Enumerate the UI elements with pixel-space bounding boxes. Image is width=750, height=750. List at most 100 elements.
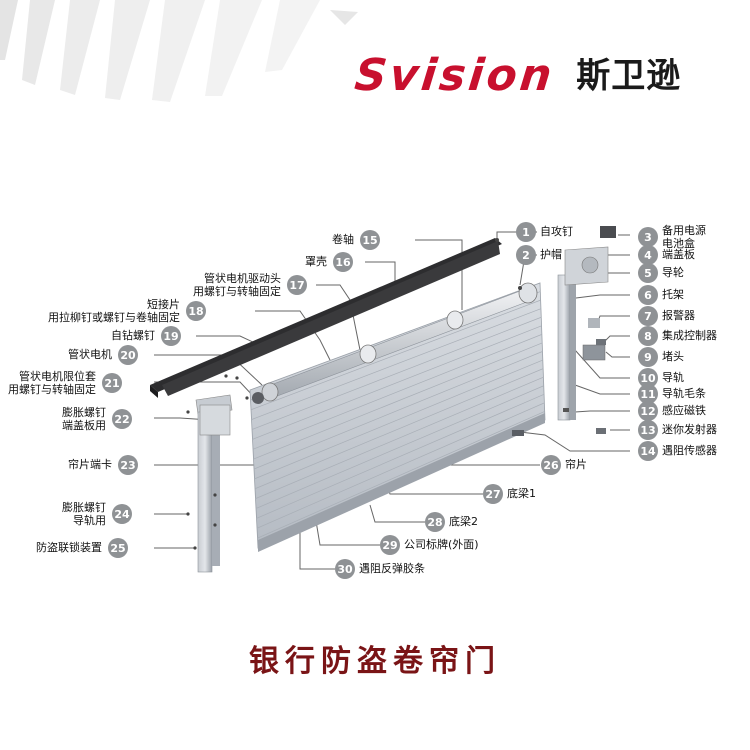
part-number-24: 24 (112, 504, 132, 524)
controller (582, 344, 606, 361)
slat-line (256, 393, 545, 519)
callout-20: 管状电机 20 (68, 345, 138, 365)
callout-24: 膨胀螺钉 导轨用 24 (62, 499, 132, 529)
callout-3: 3 备用电源 电池盒 (638, 222, 706, 252)
callout-5: 5 导轮 (638, 263, 684, 283)
part-label-25: 防盗联锁装置 (36, 541, 102, 554)
part-label-12: 感应磁铁 (662, 404, 706, 417)
part-number-12: 12 (638, 401, 658, 421)
mini-transmitter (596, 428, 606, 434)
part-number-15: 15 (360, 230, 380, 250)
part-label-3: 备用电源 电池盒 (662, 224, 706, 250)
part-label-16: 罩壳 (305, 255, 327, 268)
slat-line (253, 342, 543, 460)
cover-housing (150, 238, 502, 398)
slat-line (252, 334, 543, 450)
callout-18: 短接片 用拉柳钉或螺钉与卷轴固定 18 (48, 296, 206, 326)
part-number-23: 23 (118, 455, 138, 475)
part-number-25: 25 (108, 538, 128, 558)
part-label-21: 管状电机限位套 用螺钉与转轴固定 (8, 370, 96, 396)
callout-4: 4 端盖板 (638, 245, 695, 265)
decorative-swoosh (0, 0, 358, 102)
left-guide-rail (195, 394, 233, 573)
callout-8: 8 集成控制器 (638, 326, 717, 346)
callout-10: 10 导轨 (638, 368, 684, 388)
part-number-14: 14 (638, 441, 658, 461)
sensor (512, 430, 524, 436)
part-label-10: 导轨 (662, 371, 684, 384)
callout-9: 9 堵头 (638, 347, 684, 367)
callout-15: 卷轴 15 (332, 230, 380, 250)
part-label-20: 管状电机 (68, 348, 112, 361)
slat-line (251, 316, 542, 430)
part-label-17: 管状电机驱动头 用螺钉与转轴固定 (193, 272, 281, 298)
part-number-5: 5 (638, 263, 658, 283)
callout-27: 27 底梁1 (483, 484, 536, 504)
slat-line (255, 385, 544, 509)
part-number-29: 29 (380, 535, 400, 555)
callout-25: 防盗联锁装置 25 (36, 538, 128, 558)
callout-14: 14 遇阻传感器 (638, 441, 717, 461)
part-number-17: 17 (287, 275, 307, 295)
part-label-23: 帘片端卡 (68, 458, 112, 471)
brand-name-cn: 斯卫逊 (576, 56, 682, 96)
part-number-13: 13 (638, 420, 658, 440)
slat-line (253, 351, 543, 470)
slat-line (252, 325, 542, 440)
callout-30: 30 遇阻反弹胶条 (335, 559, 425, 579)
part-label-28: 底梁2 (449, 515, 478, 528)
part-number-19: 19 (161, 326, 181, 346)
part-label-9: 堵头 (662, 350, 684, 363)
part-label-13: 迷你发射器 (662, 423, 717, 436)
part-number-4: 4 (638, 245, 658, 265)
part-number-11: 11 (638, 384, 658, 404)
part-label-5: 导轮 (662, 266, 684, 279)
part-label-7: 报警器 (662, 309, 695, 322)
part-number-18: 18 (186, 301, 206, 321)
callout-28: 28 底梁2 (425, 512, 478, 532)
part-label-27: 底梁1 (507, 487, 536, 500)
part-number-9: 9 (638, 347, 658, 367)
slat-line (254, 359, 543, 480)
part-label-30: 遇阻反弹胶条 (359, 562, 425, 575)
roller-axle (252, 282, 538, 404)
screws (186, 238, 522, 550)
brand-logo: Svision 斯卫逊 (352, 50, 682, 101)
slat-line (254, 368, 544, 490)
right-end-plate (564, 246, 609, 286)
part-label-18: 短接片 用拉柳钉或螺钉与卷轴固定 (48, 298, 180, 324)
callout-6: 6 托架 (638, 285, 684, 305)
part-label-15: 卷轴 (332, 233, 354, 246)
part-number-21: 21 (102, 373, 122, 393)
slat-line (250, 299, 541, 411)
part-number-6: 6 (638, 285, 658, 305)
part-number-27: 27 (483, 484, 503, 504)
part-number-20: 20 (118, 345, 138, 365)
callout-22: 膨胀螺钉 端盖板用 22 (62, 404, 132, 434)
part-label-19: 自钻螺钉 (111, 329, 155, 342)
part-label-6: 托架 (662, 288, 684, 301)
part-number-8: 8 (638, 326, 658, 346)
slat-line (257, 411, 545, 539)
callout-26: 26 帘片 (541, 455, 587, 475)
right-guide-rail (557, 272, 576, 421)
callout-1: 1 自攻钉 (516, 222, 573, 242)
part-number-7: 7 (638, 306, 658, 326)
callout-19: 自钻螺钉 19 (111, 326, 181, 346)
part-label-24: 膨胀螺钉 导轨用 (62, 501, 106, 527)
callout-7: 7 报警器 (638, 306, 695, 326)
callout-21: 管状电机限位套 用螺钉与转轴固定 21 (8, 368, 122, 398)
callout-29: 29 公司标牌(外面) (380, 535, 479, 555)
part-label-26: 帘片 (565, 458, 587, 471)
callout-17: 管状电机驱动头 用螺钉与转轴固定 17 (193, 270, 307, 300)
battery-box (600, 226, 616, 238)
part-label-4: 端盖板 (662, 248, 695, 261)
part-label-14: 遇阻传感器 (662, 444, 717, 457)
callout-13: 13 迷你发射器 (638, 420, 717, 440)
slat-line (251, 308, 542, 420)
part-label-29: 公司标牌(外面) (404, 538, 479, 551)
slat-line (256, 402, 545, 529)
part-label-2: 护帽 (540, 248, 562, 261)
slat-line (255, 376, 544, 499)
